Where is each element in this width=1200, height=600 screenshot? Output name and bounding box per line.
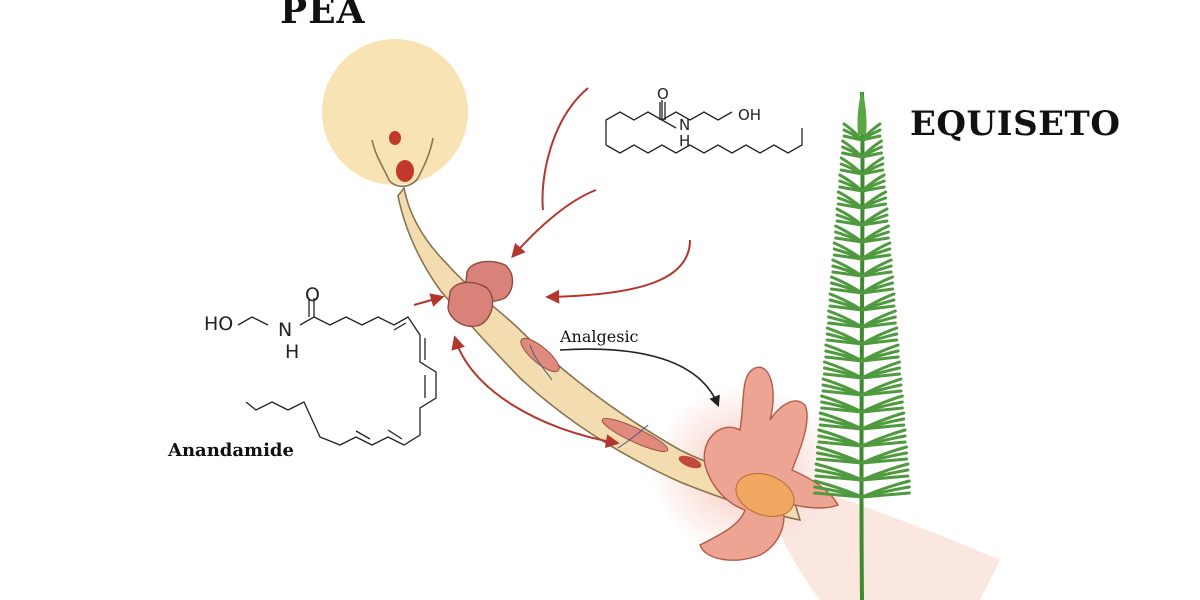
arrow-from-anandamide [413, 293, 445, 307]
pain-site-core [735, 473, 795, 517]
horsetail-leaf [824, 355, 864, 363]
anandamide-hydroxyl: HO [204, 313, 233, 335]
horsetail-leaf [813, 491, 864, 499]
horsetail-leaf [839, 168, 864, 176]
horsetail-leaf [822, 372, 864, 380]
arrow-bidirectional [451, 335, 620, 449]
horsetail-leaf [860, 287, 895, 295]
arrow-to-receptor-top [511, 189, 597, 259]
horsetail-leaf [860, 338, 899, 346]
horsetail-leaf [814, 474, 864, 482]
horsetail-leaf [817, 440, 864, 448]
axon-mark-2 [617, 424, 649, 449]
anandamide-molecule [237, 298, 437, 446]
arrow-to-receptor-right [545, 239, 691, 304]
horsetail-leaf [860, 253, 892, 261]
label-analgesic: Analgesic [560, 327, 639, 346]
title-equiseto: EQUISETO [910, 104, 1121, 144]
anandamide-hydrogen: H [285, 341, 299, 363]
horsetail-tip [857, 92, 867, 135]
title-pea: PEA [280, 0, 366, 32]
horsetail-leaf [825, 338, 864, 346]
anandamide-oxygen: O [305, 284, 320, 306]
horsetail-leaf [831, 270, 864, 278]
horsetail-leaf [842, 134, 864, 142]
horsetail-leaf [860, 185, 886, 193]
neuron-cell-body [322, 39, 468, 185]
receptor-lower [447, 281, 494, 327]
pea-hydroxyl: OH [738, 106, 761, 124]
horsetail-leaf [835, 219, 864, 227]
horsetail-leaf [860, 151, 883, 159]
horsetail-leaf [860, 202, 888, 210]
horsetail-leaf [860, 304, 896, 312]
vesicle-small [389, 131, 401, 145]
label-anandamide: Anandamide [168, 440, 294, 461]
horsetail-leaf [860, 457, 909, 465]
horsetail-leaf [838, 185, 864, 193]
horsetail-leaf [860, 423, 906, 431]
horsetail-leaf [828, 304, 864, 312]
pea-nitrogen: N [679, 116, 690, 134]
horsetail-leaf [821, 389, 864, 397]
horsetail-leaf [860, 474, 910, 482]
analgesic-arrow [559, 348, 720, 408]
arrow-curve-top [541, 87, 589, 211]
pea-molecule [605, 100, 803, 154]
horsetail-leaf [860, 406, 904, 414]
horsetail-leaf [860, 219, 889, 227]
horsetail-leaf [860, 440, 907, 448]
horsetail-leaf [860, 491, 911, 499]
horsetail-leaf [832, 253, 864, 261]
horsetail-leaf [818, 423, 864, 431]
horsetail-leaf [860, 168, 885, 176]
horsetail-leaf [834, 236, 864, 244]
horsetail-leaf [860, 372, 902, 380]
horsetail-leaf [829, 287, 864, 295]
horsetail-leaf [860, 389, 903, 397]
pea-oxygen: O [657, 85, 669, 103]
horsetail-leaf [836, 202, 864, 210]
horsetail-leaf [815, 457, 864, 465]
horsetail-leaf [820, 406, 864, 414]
axon-vesicle-3 [678, 455, 702, 469]
horsetail-leaf [860, 355, 900, 363]
horsetail-leaf [860, 236, 890, 244]
horsetail-leaf [860, 321, 897, 329]
horsetail-leaf [841, 151, 864, 159]
anandamide-nitrogen: N [278, 319, 292, 341]
vesicle-large [396, 160, 414, 182]
horsetail-leaf [860, 134, 882, 142]
nucleus-cup [371, 137, 434, 188]
horsetail-plant [813, 91, 911, 600]
horsetail-stem [859, 91, 865, 600]
horsetail-leaf [827, 321, 864, 329]
pea-hydrogen: H [679, 132, 690, 150]
horsetail-leaf [860, 270, 893, 278]
